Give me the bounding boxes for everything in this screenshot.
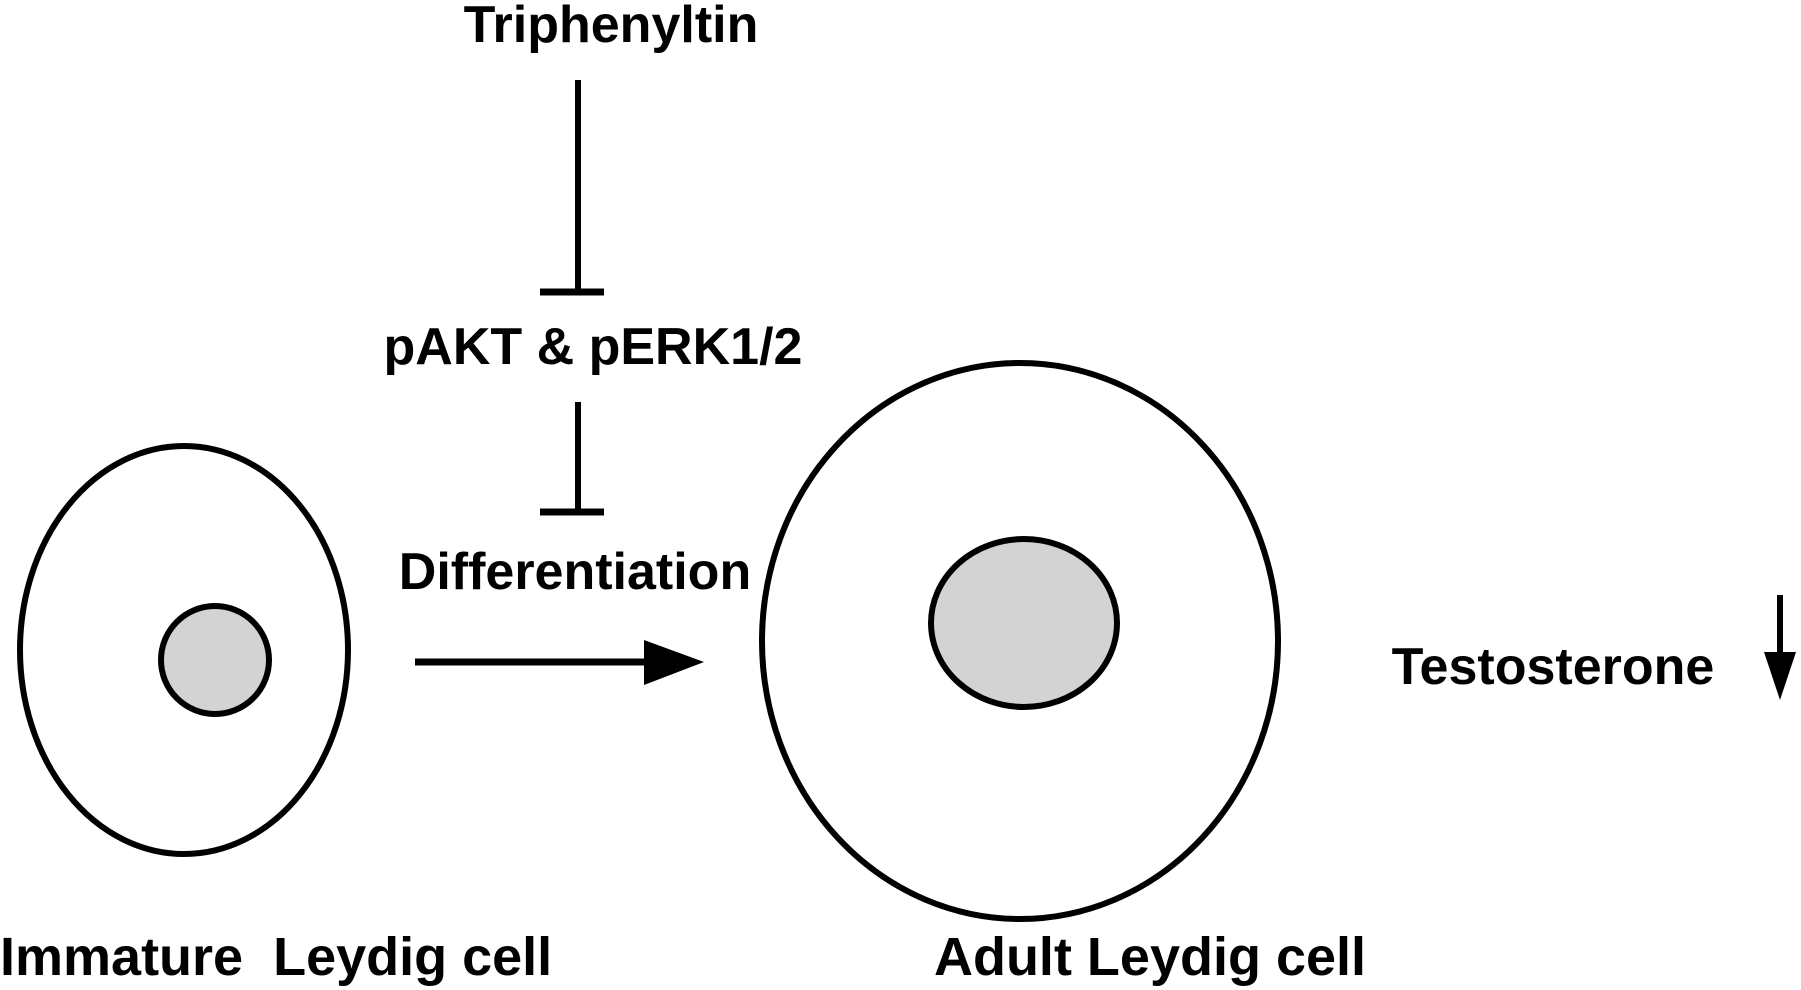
inhibition-arrow-triphenyltin: [540, 80, 604, 296]
immature-cell-label: Immature Leydig cell: [0, 927, 552, 987]
adult-cell-label: Adult Leydig cell: [934, 927, 1366, 987]
pakt-perk-label: pAKT & pERK1/2: [384, 318, 803, 376]
testosterone-label: Testosterone: [1392, 638, 1715, 696]
differentiation-arrowhead: [644, 640, 704, 685]
triphenyltin-label: Triphenyltin: [464, 0, 759, 54]
decrease-arrow-icon: [1764, 595, 1796, 700]
adult-cell-nucleus: [928, 536, 1120, 710]
immature-cell-nucleus: [158, 603, 272, 717]
differentiation-label: Differentiation: [399, 543, 751, 601]
differentiation-arrow: [415, 640, 704, 685]
inhibition-arrow-pakt-perk: [540, 402, 604, 516]
immature-leydig-cell: [17, 443, 351, 857]
adult-leydig-cell: [759, 360, 1281, 922]
